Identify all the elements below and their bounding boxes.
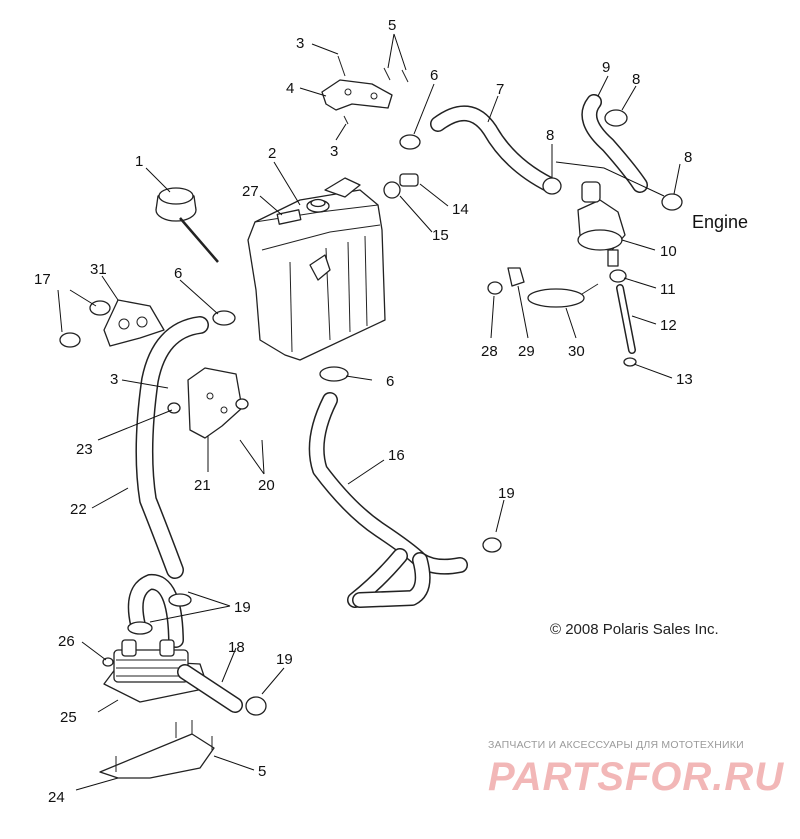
callout-15: 15 bbox=[432, 227, 449, 244]
callout-7: 7 bbox=[496, 81, 504, 98]
callout-12: 12 bbox=[660, 317, 677, 334]
callout-5-top: 5 bbox=[388, 17, 396, 34]
mounting-plate bbox=[99, 720, 215, 779]
callout-29: 29 bbox=[518, 343, 535, 360]
callout-3-bracket: 3 bbox=[330, 143, 338, 160]
callout-6-lower: 6 bbox=[386, 373, 394, 390]
callout-5-bottom: 5 bbox=[258, 763, 266, 780]
callout-19-left: 19 bbox=[234, 599, 251, 616]
bypass-hose bbox=[581, 94, 648, 193]
callout-1: 1 bbox=[135, 153, 143, 170]
callout-27: 27 bbox=[242, 183, 259, 200]
callout-25: 25 bbox=[60, 709, 77, 726]
callout-24: 24 bbox=[48, 789, 65, 806]
callout-9: 9 bbox=[602, 59, 610, 76]
callout-11: 11 bbox=[660, 281, 676, 298]
leader-lines bbox=[57, 33, 681, 791]
cable-tie bbox=[527, 283, 599, 308]
callout-14: 14 bbox=[452, 201, 469, 218]
radiator-bracket bbox=[167, 367, 249, 439]
callout-19-bottom: 19 bbox=[276, 651, 293, 668]
lower-hose bbox=[135, 316, 209, 579]
callout-31: 31 bbox=[90, 261, 107, 278]
coolant-reservoir-tank bbox=[247, 177, 386, 361]
callout-21: 21 bbox=[194, 477, 211, 494]
hose-clamps bbox=[212, 109, 683, 382]
watermark-caption: ЗАПЧАСТИ И АКСЕССУАРЫ ДЛЯ МОТОТЕХНИКИ bbox=[488, 739, 744, 751]
callout-17: 17 bbox=[34, 271, 51, 288]
callout-8-top: 8 bbox=[632, 71, 640, 88]
callout-20: 20 bbox=[258, 477, 275, 494]
callout-4: 4 bbox=[286, 80, 294, 97]
callout-30: 30 bbox=[568, 343, 585, 360]
callout-8-left: 8 bbox=[546, 127, 554, 144]
hose-bracket bbox=[59, 299, 165, 348]
watermark: ЗАПЧАСТИ И АКСЕССУАРЫ ДЛЯ МОТОТЕХНИКИ PA… bbox=[488, 739, 784, 799]
thermostat-housing bbox=[577, 181, 626, 267]
reservoir-cap bbox=[155, 187, 219, 263]
overflow-hose bbox=[430, 105, 558, 193]
callout-6-left: 6 bbox=[174, 265, 182, 282]
tank-mount-bracket bbox=[321, 55, 409, 125]
callout-16: 16 bbox=[388, 447, 405, 464]
callout-26: 26 bbox=[58, 633, 75, 650]
callout-23: 23 bbox=[76, 441, 93, 458]
callout-13: 13 bbox=[676, 371, 693, 388]
callout-3-lower: 3 bbox=[110, 371, 118, 388]
engine-label: Engine bbox=[692, 212, 748, 232]
callout-6-top: 6 bbox=[430, 67, 438, 84]
callout-labels: 1 2 3 3 3 4 5 5 6 6 6 7 8 8 8 9 10 11 12… bbox=[34, 17, 693, 806]
vent-tube bbox=[616, 284, 636, 354]
callout-18: 18 bbox=[228, 639, 245, 656]
callout-19-right: 19 bbox=[498, 485, 515, 502]
copyright-notice: © 2008 Polaris Sales Inc. bbox=[550, 621, 719, 638]
callout-22: 22 bbox=[70, 501, 87, 518]
watermark-brand: PARTSFOR.RU bbox=[488, 755, 784, 799]
callout-3-top: 3 bbox=[296, 35, 304, 52]
return-hose bbox=[308, 392, 468, 608]
cooler-outlet-tube bbox=[177, 537, 502, 716]
callout-28: 28 bbox=[481, 343, 498, 360]
callout-10: 10 bbox=[660, 243, 677, 260]
callout-2: 2 bbox=[268, 145, 276, 162]
callout-8-right: 8 bbox=[684, 149, 692, 166]
